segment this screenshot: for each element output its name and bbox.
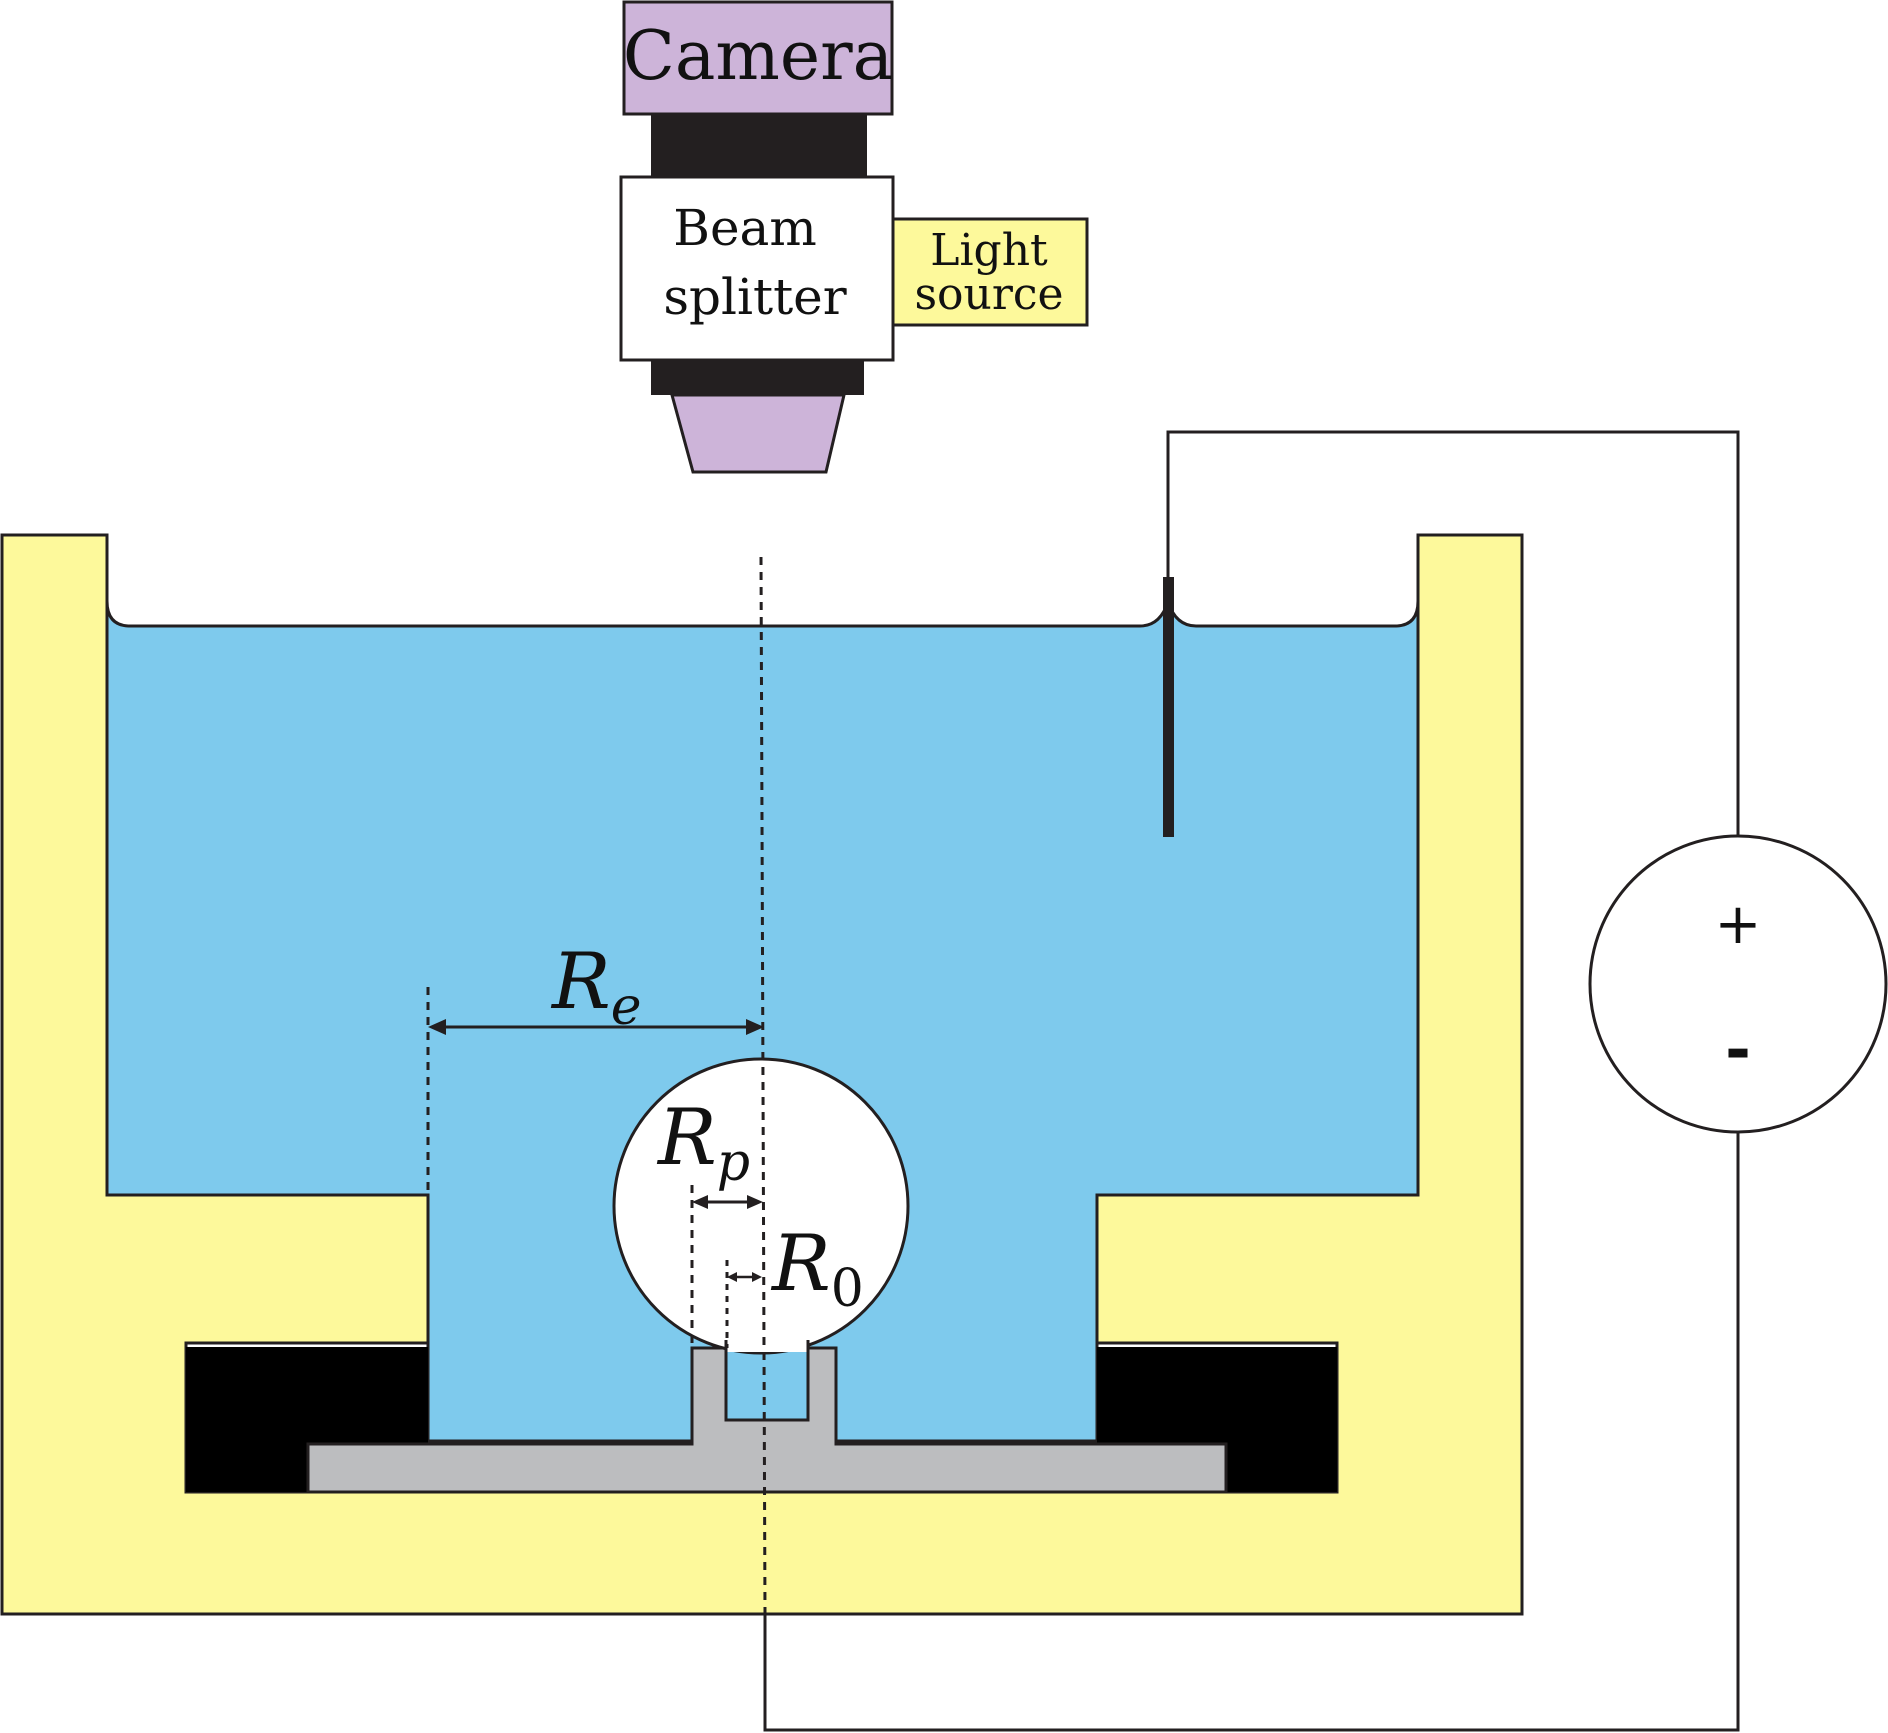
re-label: Re [550,937,642,1037]
r0-label-main: R [770,1219,831,1309]
optical-axis [759,556,767,1615]
camera-box [622,0,894,116]
beam-splitter-box [619,175,895,362]
beam-splitter-label-line2: splitter [663,268,846,326]
rp-arrowhead-right [747,1195,763,1209]
light-source-box [891,217,1089,327]
r0-arrowhead-left [727,1272,737,1282]
r0-arrowhead-right [752,1272,762,1282]
rp-arrowhead-left [692,1195,708,1209]
rp-label: Rp [656,1093,750,1193]
minus-sign: - [1725,1013,1751,1086]
annotations: Re Rp R0 [426,556,864,1615]
electrode [1163,577,1174,837]
wire-bottom [763,1132,1740,1732]
re-arrowhead-right [746,1019,764,1035]
r0-label-sub: 0 [831,1259,864,1319]
plus-sign: + [1715,892,1762,957]
rp-label-sub: p [717,1133,750,1193]
bubble-neck-fill [727,1330,807,1352]
re-arrowhead-left [428,1019,446,1035]
liquid-cell [0,533,1524,1616]
voltage-source [1588,834,1888,1134]
objective-lens [670,393,846,474]
re-label-main: R [550,937,611,1027]
r0-label: R0 [770,1219,864,1319]
rp-label-main: R [656,1093,717,1183]
camera-mount [651,114,867,177]
light-source-label-line1: Light [930,225,1048,276]
bubble [612,1057,910,1355]
objective-mount [651,360,864,395]
re-label-sub: e [611,977,642,1037]
circuit: + - [763,430,1888,1732]
camera-label: Camera [623,17,893,96]
beam-splitter-label-line1: Beam [673,199,817,257]
optics-stack: Camera Beam splitter Light source [619,0,1089,474]
wire-electrode [1166,430,1740,836]
light-source-label-line2: source [914,269,1063,320]
